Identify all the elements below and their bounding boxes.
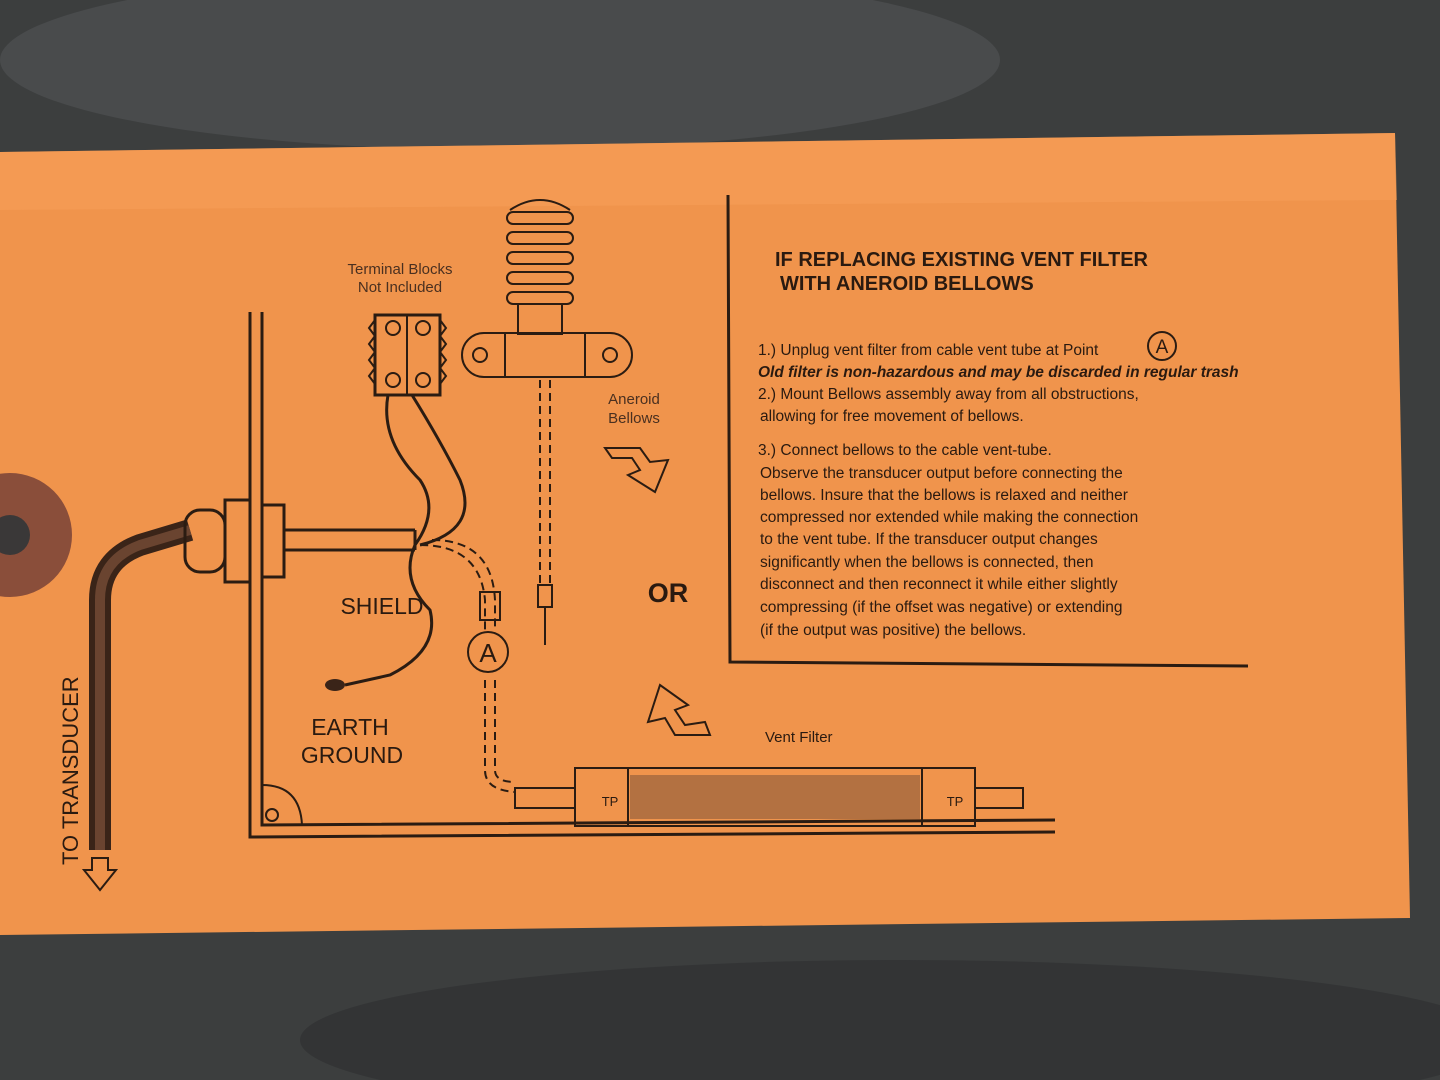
tag-reinforcement (0, 473, 72, 597)
enclosure-outline (248, 312, 1056, 839)
shield-label: SHIELD (340, 593, 423, 619)
instruction-line: bellows. Insure that the bellows is rela… (760, 487, 1128, 504)
aneroid-bellows-drawing (461, 199, 633, 645)
down-arrow-icon (81, 857, 119, 892)
instruction-box: IF REPLACING EXISTING VENT FILTER WITH A… (726, 194, 1249, 668)
instructions-title-1: IF REPLACING EXISTING VENT FILTER (775, 249, 1149, 271)
vent-filter-label: Vent Filter (765, 729, 833, 746)
tag-body (0, 133, 1410, 935)
cable-gland (183, 498, 417, 584)
filter-mark-right: TP (947, 794, 964, 809)
instruction-point-a: A (1156, 337, 1169, 358)
instruction-line: (if the output was positive) the bellows… (760, 622, 1026, 639)
terminal-blocks-label-2: Not Included (358, 279, 442, 296)
down-arrow-bellows-icon (603, 447, 670, 494)
transducer-cable (81, 519, 194, 892)
aneroid-label-2: Bellows (608, 410, 660, 427)
to-transducer-label: TO TRANSDUCER (58, 676, 83, 865)
up-arrow-filter-icon (646, 683, 712, 736)
instruction-line: 3.) Connect bellows to the cable vent-tu… (758, 442, 1052, 459)
ground-lug (325, 679, 345, 691)
tag-hole (0, 515, 30, 555)
instruction-line: significantly when the bellows is connec… (760, 554, 1093, 571)
instruction-line: compressing (if the offset was negative)… (760, 599, 1122, 616)
aneroid-label-1: Aneroid (608, 391, 660, 408)
earth-label-1: EARTH (311, 714, 389, 740)
wires (325, 394, 516, 793)
orange-tag (0, 133, 1410, 935)
instruction-line: disconnect and then reconnect it while e… (760, 576, 1118, 593)
instruction-line: 2.) Mount Bellows assembly away from all… (758, 386, 1139, 403)
instruction-line: Observe the transducer output before con… (760, 465, 1123, 482)
instruction-line: allowing for free movement of bellows. (760, 408, 1024, 425)
instruction-line: to the vent tube. If the transducer outp… (760, 531, 1098, 548)
instruction-line: 1.) Unplug vent filter from cable vent t… (758, 342, 1099, 359)
instruction-line: Old filter is non-hazardous and may be d… (758, 364, 1239, 381)
terminal-blocks-label-1: Terminal Blocks (347, 261, 452, 278)
earth-label-2: GROUND (301, 742, 403, 768)
point-a-label: A (479, 638, 497, 668)
instructions-title-2: WITH ANEROID BELLOWS (780, 273, 1034, 295)
filter-mark-left: TP (602, 794, 619, 809)
terminal-block (367, 313, 448, 397)
vent-filter-drawing: TP TP (514, 767, 1024, 827)
point-a-marker: A (467, 631, 509, 673)
instruction-line: compressed nor extended while making the… (760, 509, 1138, 526)
or-label: OR (648, 578, 689, 608)
